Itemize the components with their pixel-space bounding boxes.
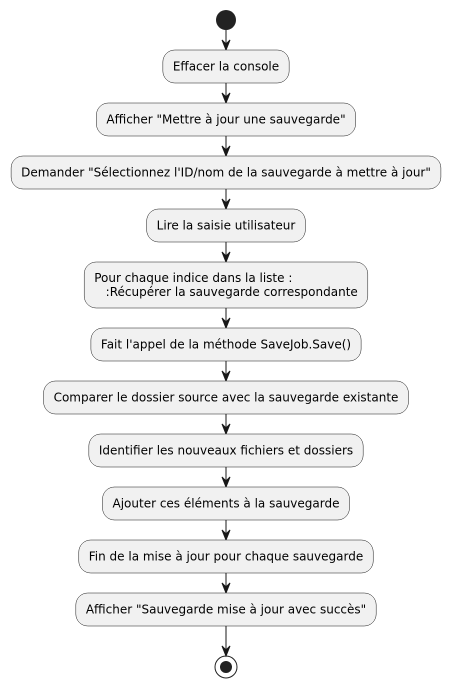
- activity-step-1: Effacer la console: [162, 49, 290, 84]
- activity-box: [78, 539, 374, 574]
- activity-step-7: Comparer le dossier source avec la sauve…: [43, 380, 409, 415]
- activity-box: [43, 380, 409, 415]
- activity-label: Afficher "Mettre à jour une sauvegarde": [106, 113, 345, 127]
- activity-box: [83, 261, 369, 309]
- activity-step-4: Lire la saisie utilisateur: [146, 208, 306, 243]
- activity-box: [102, 486, 350, 521]
- activity-label: :Récupérer la sauvegarde correspondante: [94, 285, 358, 299]
- activity-label: Fin de la mise à jour pour chaque sauveg…: [89, 550, 363, 564]
- activity-label: Fait l'appel de la méthode SaveJob.Save(…: [101, 338, 351, 352]
- flow-arrow-0: [221, 30, 231, 52]
- activity-label: Lire la saisie utilisateur: [157, 219, 296, 233]
- flow-arrow-8: [221, 467, 231, 489]
- activity-box: [75, 592, 377, 627]
- flow-arrow-9: [221, 520, 231, 542]
- flow-arrow-1: [221, 83, 231, 105]
- flow-arrow-3: [221, 189, 231, 211]
- activity-box: [162, 49, 290, 84]
- flow-arrow-5: [221, 308, 231, 330]
- activity-label: Pour chaque indice dans la liste :: [94, 271, 292, 285]
- activity-step-3: Demander "Sélectionnez l'ID/nom de la sa…: [10, 155, 442, 190]
- activity-step-10: Fin de la mise à jour pour chaque sauveg…: [78, 539, 374, 574]
- flow-arrow-2: [221, 136, 231, 158]
- activity-step-11: Afficher "Sauvegarde mise à jour avec su…: [75, 592, 377, 627]
- activity-label: Demander "Sélectionnez l'ID/nom de la sa…: [21, 166, 431, 180]
- start-node: [216, 10, 236, 30]
- flow-arrow-4: [221, 242, 231, 264]
- activity-step-6: Fait l'appel de la méthode SaveJob.Save(…: [90, 327, 362, 362]
- activity-box: [90, 327, 362, 362]
- flow-arrow-10: [221, 573, 231, 595]
- activity-label: Comparer le dossier source avec la sauve…: [54, 391, 399, 405]
- activity-step-8: Identifier les nouveaux fichiers et doss…: [88, 433, 364, 468]
- activity-step-2: Afficher "Mettre à jour une sauvegarde": [96, 102, 356, 137]
- activity-box: [10, 155, 442, 190]
- activity-box: [146, 208, 306, 243]
- activity-label: Ajouter ces éléments à la sauvegarde: [113, 497, 340, 511]
- flow-arrow-6: [221, 361, 231, 383]
- flow-arrow-11: [221, 626, 231, 658]
- activity-step-5: Pour chaque indice dans la liste : :Récu…: [83, 261, 369, 309]
- flow-arrow-7: [221, 414, 231, 436]
- activity-label: Identifier les nouveaux fichiers et doss…: [99, 444, 353, 458]
- activity-box: [96, 102, 356, 137]
- activity-label: Afficher "Sauvegarde mise à jour avec su…: [86, 603, 366, 617]
- activity-label: Effacer la console: [173, 60, 279, 74]
- activity-step-9: Ajouter ces éléments à la sauvegarde: [102, 486, 350, 521]
- activity-box: [88, 433, 364, 468]
- end-node: [214, 655, 238, 679]
